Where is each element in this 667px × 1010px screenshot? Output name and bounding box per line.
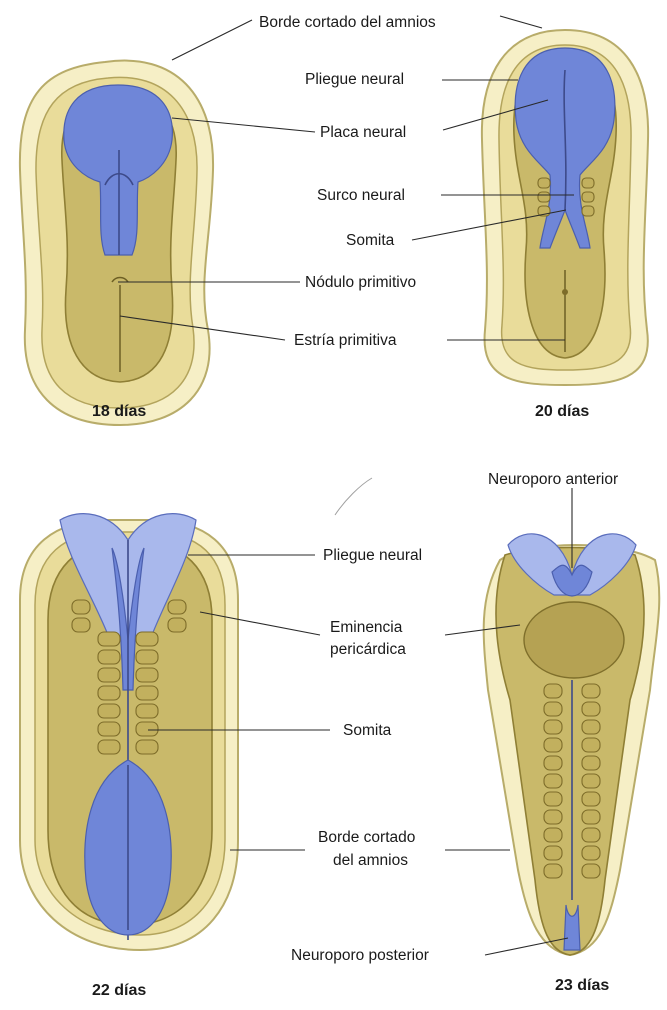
- label-borde-cortado-line2: del amnios: [333, 852, 408, 869]
- caption-23-days: 23 días: [555, 977, 609, 994]
- somite-20-r3: [582, 206, 594, 216]
- somite-20-r2: [582, 192, 594, 202]
- label-eminencia-line1: Eminencia: [330, 619, 403, 636]
- panel-18-days: 18 días: [20, 61, 213, 425]
- label-placa-neural: Placa neural: [320, 124, 406, 141]
- label-borde-cortado-line1: Borde cortado: [318, 829, 415, 846]
- label-somita-bottom: Somita: [343, 722, 392, 739]
- panel-22-days: 22 días: [20, 514, 238, 999]
- panel-23-days: 23 días: [484, 534, 660, 994]
- somite-20-l2: [538, 192, 550, 202]
- label-pliegue-neural-top: Pliegue neural: [305, 71, 404, 88]
- label-estria-primitiva: Estría primitiva: [294, 332, 397, 349]
- panel-20-days: 20 días: [482, 30, 648, 420]
- label-nodulo-primitivo: Nódulo primitivo: [305, 274, 416, 291]
- somite-20-r1: [582, 178, 594, 188]
- stray-mark: [335, 478, 372, 515]
- label-neuroporo-posterior: Neuroporo posterior: [291, 947, 429, 964]
- label-pliegue-neural-bottom: Pliegue neural: [323, 547, 422, 564]
- label-borde-cortado-amnios-top: Borde cortado del amnios: [259, 14, 436, 31]
- caption-20-days: 20 días: [535, 403, 589, 420]
- caption-18-days: 18 días: [92, 403, 146, 420]
- label-somita-top: Somita: [346, 232, 395, 249]
- somite-20-l1: [538, 178, 550, 188]
- label-surco-neural: Surco neural: [317, 187, 405, 204]
- label-neuroporo-anterior: Neuroporo anterior: [488, 471, 618, 488]
- label-eminencia-line2: pericárdica: [330, 641, 406, 658]
- caption-22-days: 22 días: [92, 982, 146, 999]
- pericardial-eminence-23: [524, 602, 624, 678]
